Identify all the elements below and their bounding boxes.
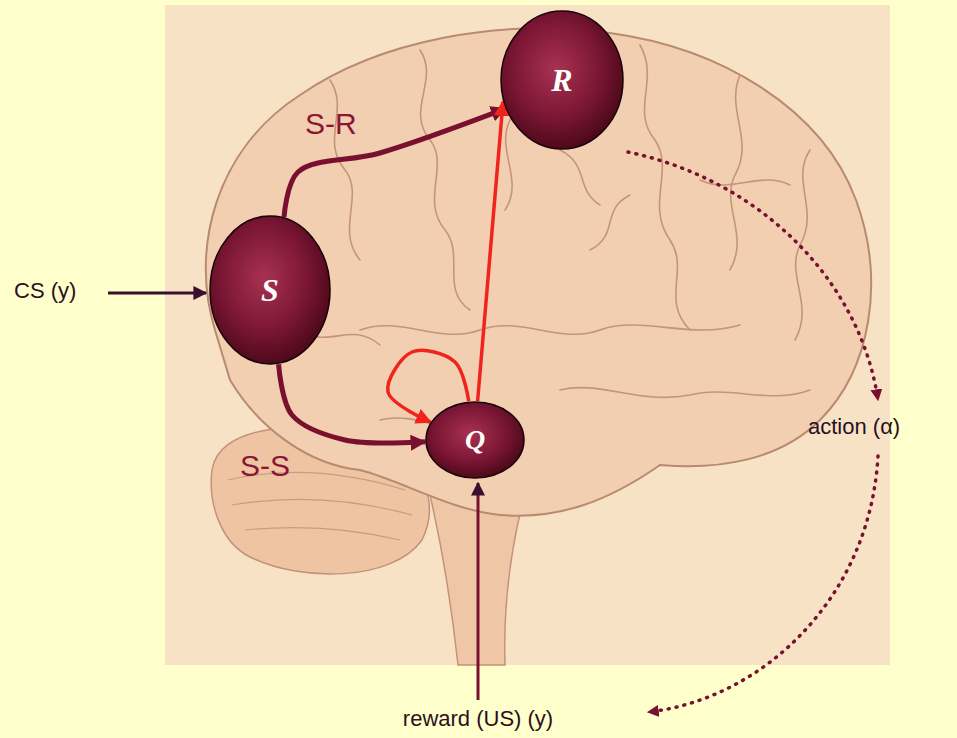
connector-arrow xyxy=(279,364,425,443)
connector-arrow xyxy=(478,102,503,401)
ellipse-outline xyxy=(425,401,525,479)
ellipse-outline xyxy=(209,215,331,365)
ellipse-node: Q xyxy=(425,401,525,479)
pathway-label: S-S xyxy=(240,448,290,484)
node-letter: Q xyxy=(465,426,485,454)
node-letter: R xyxy=(551,64,572,96)
connector-arrow xyxy=(388,350,469,422)
pathway-label: S-R xyxy=(305,106,357,142)
node-letter: S xyxy=(261,274,279,306)
signal-label: reward (US) (y) xyxy=(403,706,553,732)
ellipse-node: R xyxy=(500,10,624,150)
signal-label: CS (y) xyxy=(14,278,76,304)
connector-arrow xyxy=(284,109,505,217)
signal-label: action (α) xyxy=(808,414,900,440)
ellipse-node: S xyxy=(209,215,331,365)
ellipse-outline xyxy=(500,10,624,150)
